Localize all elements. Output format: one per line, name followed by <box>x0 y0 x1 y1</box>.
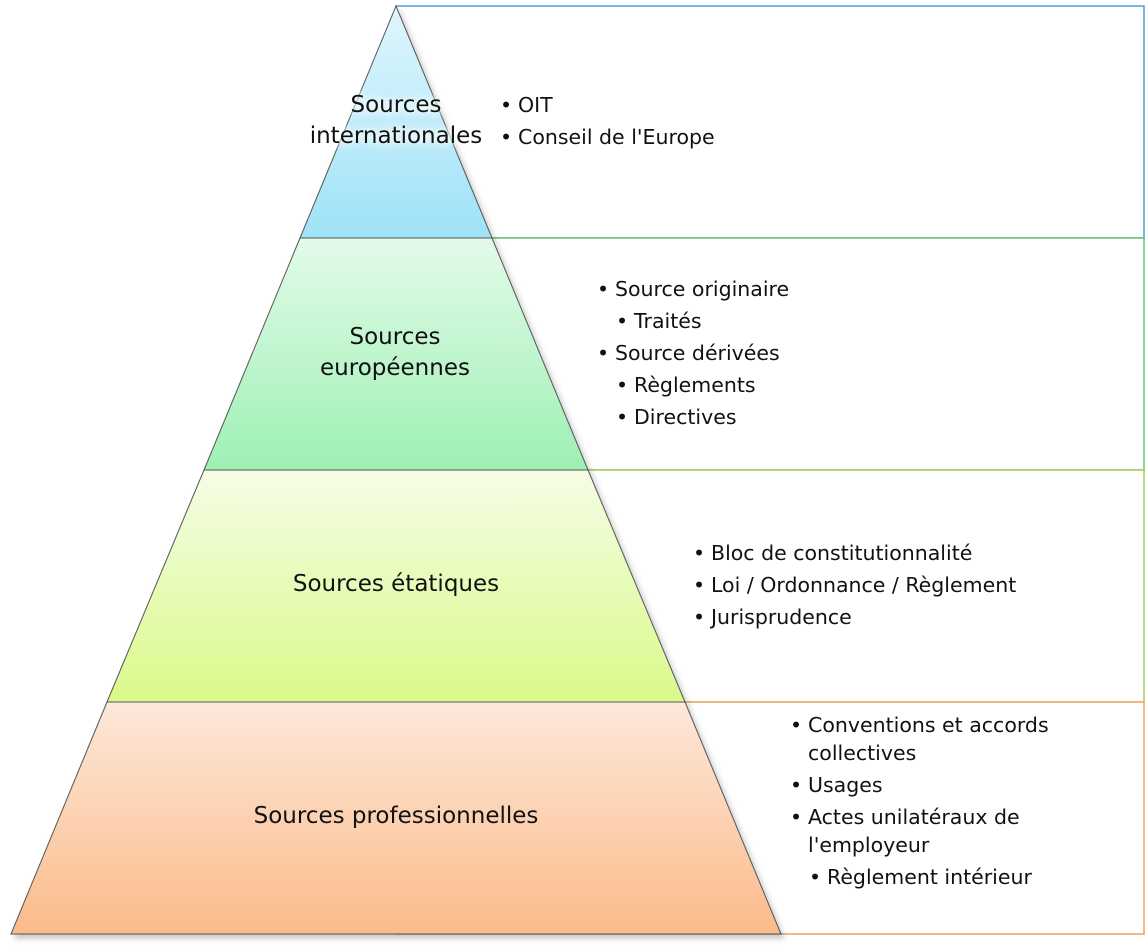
pyramid-tier-professional <box>10 701 782 935</box>
list-item: Loi / Ordonnance / Règlement <box>693 571 1016 599</box>
list-item: Règlements <box>616 371 789 399</box>
tier-label-state: Sources étatiques <box>292 571 500 597</box>
list-item: Bloc de constitutionnalité <box>693 539 1016 567</box>
tier-box-international <box>395 5 1145 239</box>
tier-list-european: Source originaire Traités Source dérivée… <box>597 275 789 435</box>
list-item: Conseil de l'Europe <box>500 123 715 151</box>
tier-label-professional: Sources professionnelles <box>253 803 539 829</box>
list-item: OIT <box>500 91 715 119</box>
list-item: Règlement intérieur <box>809 863 1080 891</box>
tier-list-professional: Conventions et accords collectives Usage… <box>790 711 1080 895</box>
list-item: Directives <box>616 403 789 431</box>
list-item: Source originaire <box>597 275 789 303</box>
list-item: Conventions et accords collectives <box>790 711 1080 767</box>
list-item: Actes unilatéraux de l'employeur <box>790 803 1033 859</box>
list-item: Usages <box>790 771 1080 799</box>
tier-label-international: Sources internationales <box>309 92 483 149</box>
tier-list-state: Bloc de constitutionnalité Loi / Ordonna… <box>693 539 1016 635</box>
list-item: Jurisprudence <box>693 603 1016 631</box>
tier-list-international: OIT Conseil de l'Europe <box>500 91 715 155</box>
list-item: Source dérivées <box>597 339 789 367</box>
tier-label-european: Sources européennes <box>320 324 470 381</box>
list-item: Traités <box>616 307 789 335</box>
